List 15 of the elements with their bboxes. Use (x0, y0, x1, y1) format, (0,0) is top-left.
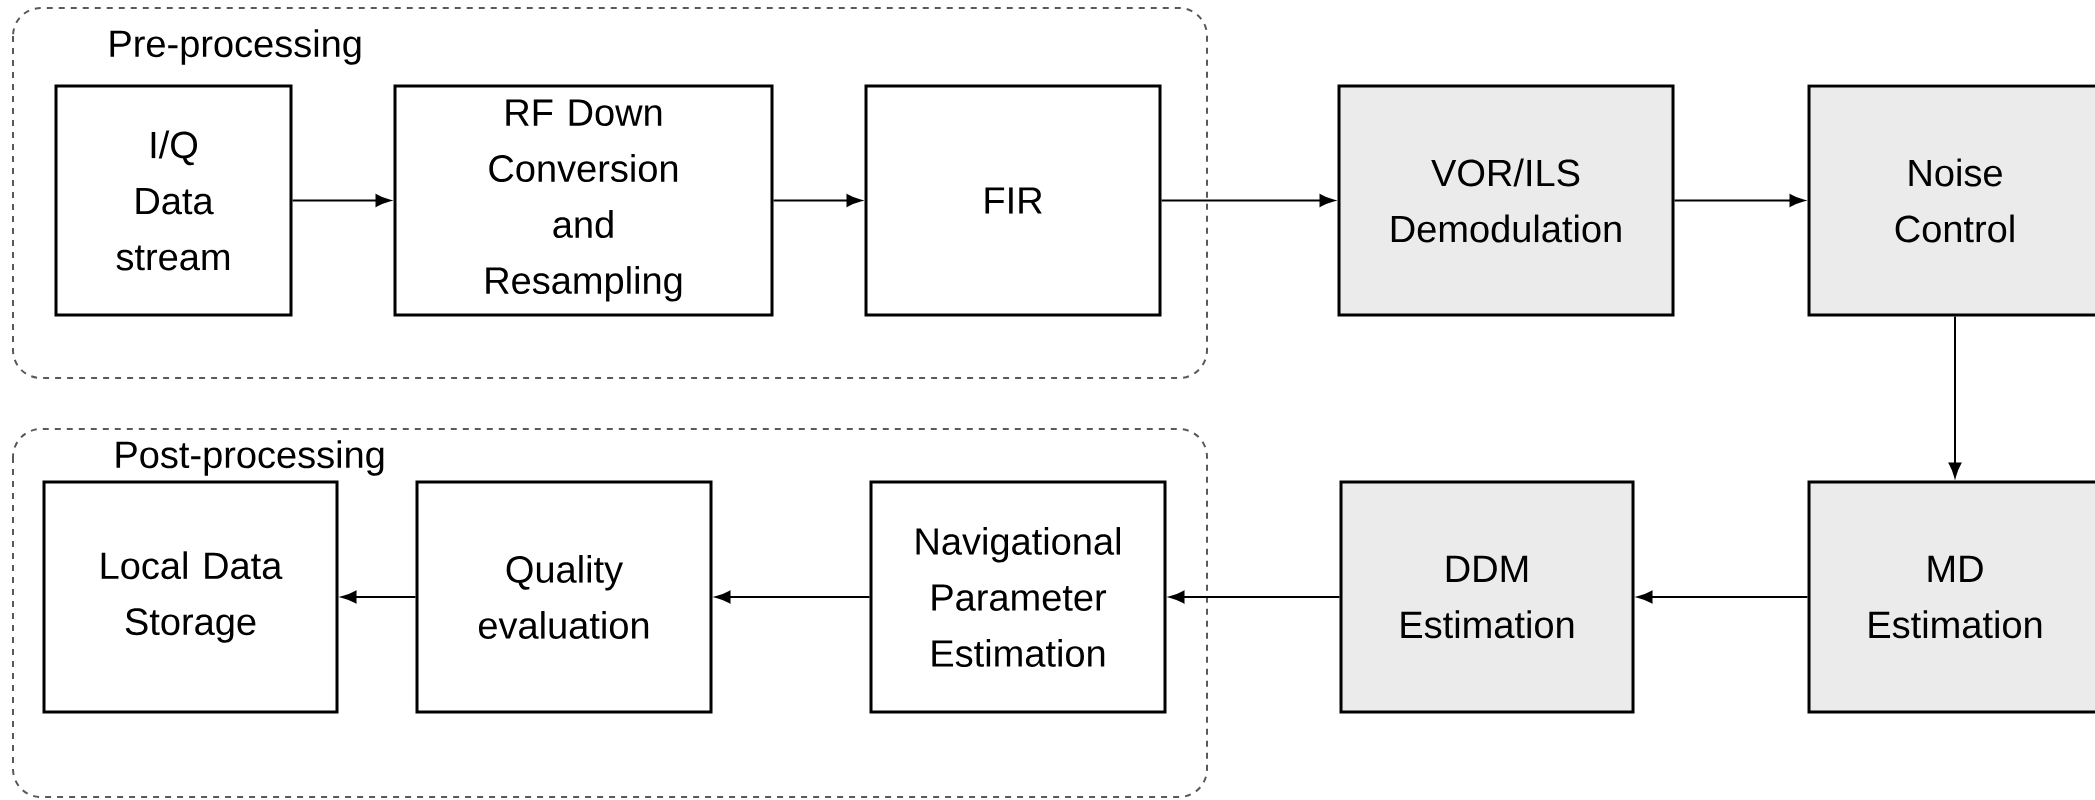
arrow (715, 590, 871, 604)
process-box: Local Data Storage (42, 480, 339, 714)
process-box: DDM Estimation (1339, 480, 1635, 714)
process-box: Noise Control (1807, 84, 2095, 317)
arrow (1948, 315, 1962, 478)
arrow (341, 590, 417, 604)
process-box: I/Q Data stream (54, 84, 293, 317)
arrow (1637, 590, 1809, 604)
process-box: RF Down Conversion and Resampling (393, 84, 774, 317)
process-box: VOR/ILS Demodulation (1337, 84, 1675, 317)
arrow (1169, 590, 1341, 604)
process-box: FIR (864, 84, 1162, 317)
process-box: Quality evaluation (415, 480, 713, 714)
process-box: MD Estimation (1807, 480, 2095, 714)
process-box: Navigational Parameter Estimation (869, 480, 1167, 714)
